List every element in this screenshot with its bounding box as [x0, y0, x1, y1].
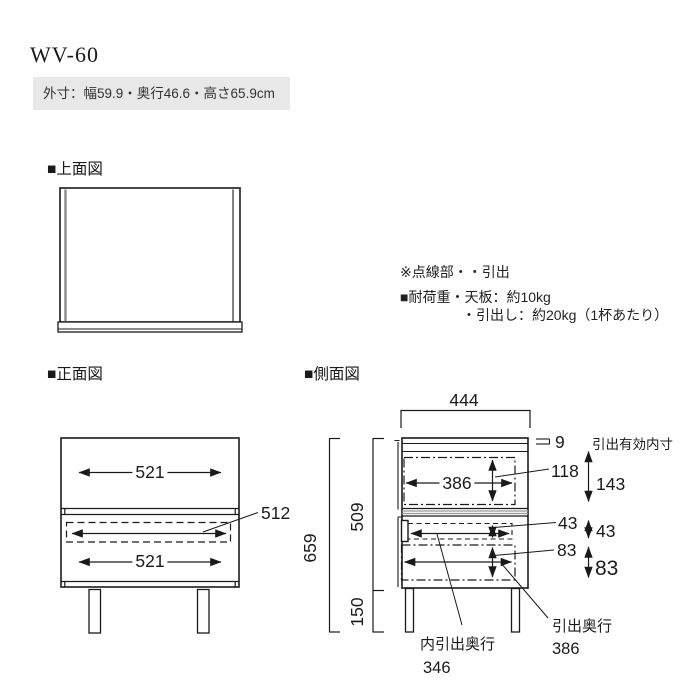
leg-height-dim: 150	[346, 597, 367, 627]
drawer-depth-label: 引出奥行	[552, 618, 613, 635]
lower-effective-height-dim: 83	[595, 557, 619, 580]
top-view-label: ■上面図	[47, 161, 103, 178]
upper-drawer-inner-height-dim: 118	[551, 461, 579, 481]
upper-effective-height-dim: 143	[596, 474, 626, 494]
side-view-drawing	[328, 409, 593, 633]
front-drawer-width-dim: 512	[261, 503, 291, 523]
outer-dimensions-text: 外寸：幅59.9・奥行46.6・高さ65.9cm	[43, 85, 275, 101]
front-view-drawing	[60, 437, 259, 634]
note-load-top: ■耐荷重・天板：約10kg	[400, 289, 551, 306]
front-upper-width-dim: 521	[132, 461, 168, 483]
lower-drawer-inner-height-dim: 83	[557, 540, 577, 560]
total-height-dim: 659	[299, 533, 320, 563]
model-title: WV-60	[30, 42, 99, 67]
body-height-dim: 509	[346, 502, 367, 532]
front-lower-width-dim: 521	[132, 550, 168, 572]
side-view-label: ■側面図	[304, 366, 360, 383]
side-top-thickness-dim: 9	[555, 432, 565, 452]
note-dotted-line: ※点線部・・引出	[400, 264, 510, 280]
front-view-label: ■正面図	[47, 366, 103, 383]
notes-block: ※点線部・・引出 ■耐荷重・天板：約10kg ・引出し：約20kg（1杯あたり）	[400, 264, 668, 323]
top-view-drawing	[57, 187, 243, 333]
outer-dimensions-box: 外寸：幅59.9・奥行46.6・高さ65.9cm	[33, 77, 290, 110]
drawer-effective-label: 引出有効内寸	[592, 437, 673, 452]
inner-drawer-height-dim: 43	[558, 513, 578, 533]
inner-effective-height-dim: 43	[596, 521, 616, 541]
drawer-depth-dim: 386	[552, 640, 580, 658]
side-depth-dim: 444	[449, 389, 479, 410]
upper-drawer-depth-dim: 386	[439, 472, 475, 494]
inner-drawer-depth-dim: 346	[423, 659, 451, 677]
note-load-drawer: ・引出し：約20kg（1杯あたり）	[462, 307, 669, 324]
inner-drawer-depth-label: 内引出奥行	[420, 636, 496, 653]
